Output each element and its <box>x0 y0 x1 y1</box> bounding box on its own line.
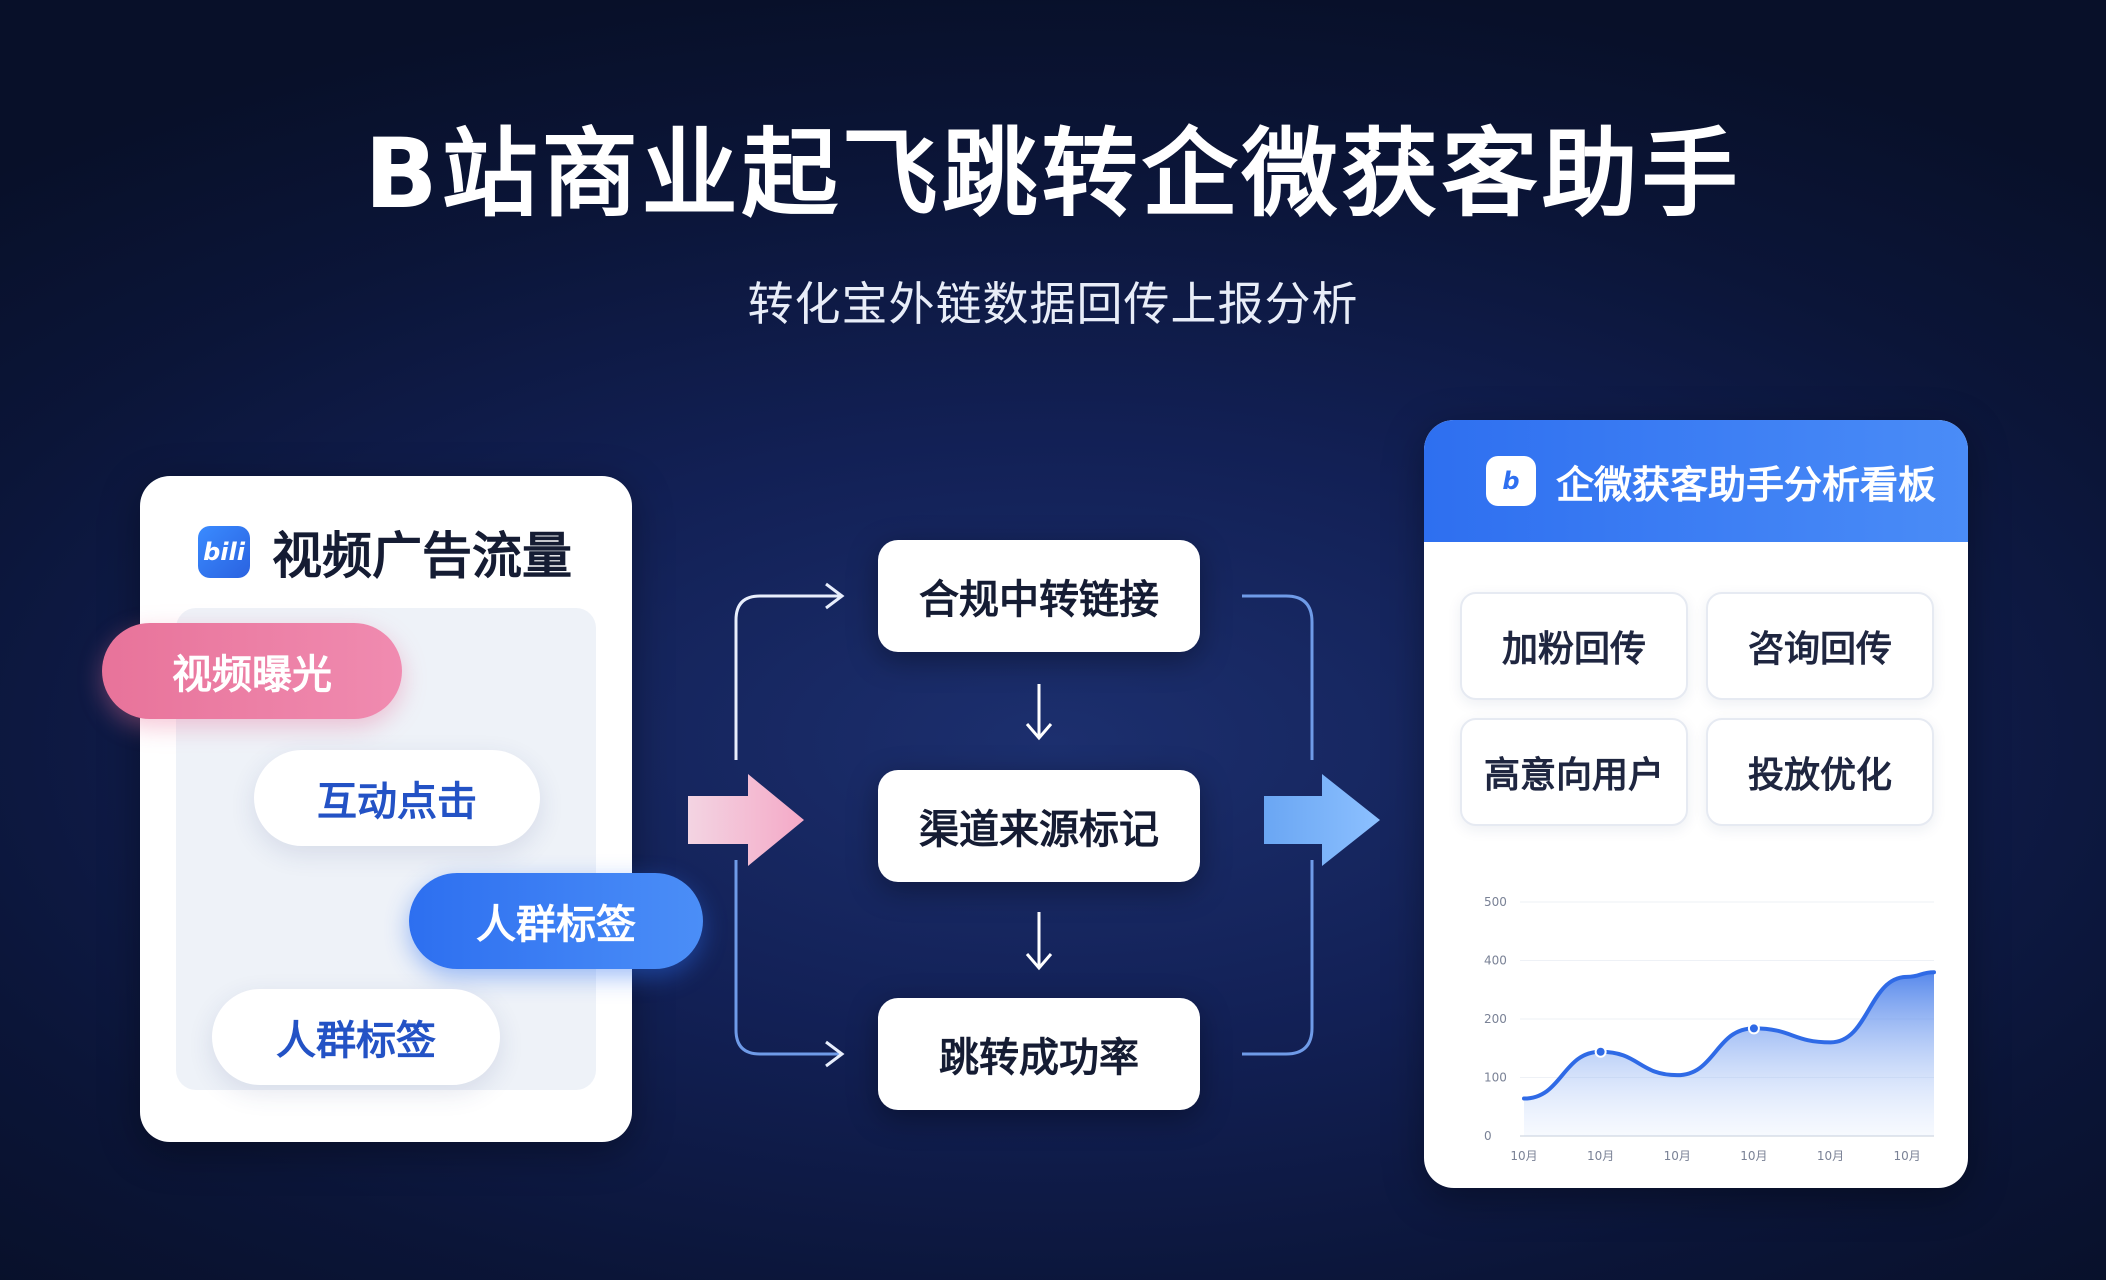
y-tick-label: 500 <box>1484 895 1507 909</box>
y-tick-label: 0 <box>1484 1129 1492 1143</box>
down-arrow-2 <box>1025 912 1053 971</box>
tile-ad-optimization: 投放优化 <box>1706 718 1934 826</box>
tag-audience-label-secondary: 人群标签 <box>212 989 500 1085</box>
page-subtitle: 转化宝外链数据回传上报分析 <box>747 277 1359 331</box>
card-title: 视频广告流量 <box>272 527 572 585</box>
page-title: B站商业起飞跳转企微获客助手 <box>364 118 1742 230</box>
step-redirect-success-rate: 跳转成功率 <box>878 998 1200 1110</box>
analytics-dashboard-card: b 企微获客助手分析看板 加粉回传 咨询回传 高意向用户 投放优化 0 100 20… <box>1424 420 1968 1188</box>
right-bracket-connector <box>1242 594 1314 1056</box>
dashboard-title: 企微获客助手分析看板 <box>1556 462 1937 507</box>
x-tick-label: 10月 <box>1817 1149 1844 1163</box>
x-tick-label: 10月 <box>1664 1149 1691 1163</box>
dashboard-header: b 企微获客助手分析看板 <box>1424 420 1968 542</box>
wecom-assistant-logo-icon: b <box>1486 456 1536 506</box>
tile-follower-callback: 加粉回传 <box>1460 592 1688 700</box>
tile-inquiry-callback: 咨询回传 <box>1706 592 1934 700</box>
data-point <box>1747 1022 1760 1035</box>
y-tick-label: 100 <box>1484 1071 1507 1085</box>
left-bracket-connector <box>734 582 845 1068</box>
tile-high-intent-users: 高意向用户 <box>1460 718 1688 826</box>
data-point <box>1594 1045 1607 1058</box>
tag-interaction-click: 互动点击 <box>254 750 540 846</box>
trend-area-chart: 0 100 200 400 500 10月 10月 10月 10月 10月 10月 <box>1484 895 1936 1163</box>
step-compliant-redirect-link: 合规中转链接 <box>878 540 1200 652</box>
y-tick-label: 400 <box>1484 954 1507 968</box>
bilibili-logo-icon: bili <box>198 526 250 578</box>
down-arrow-1 <box>1025 684 1053 741</box>
x-tick-label: 10月 <box>1740 1149 1767 1163</box>
x-tick-label: 10月 <box>1894 1149 1921 1163</box>
y-tick-label: 200 <box>1484 1012 1507 1026</box>
x-tick-label: 10月 <box>1587 1149 1614 1163</box>
step-channel-source-tag: 渠道来源标记 <box>878 770 1200 882</box>
series-area <box>1524 972 1934 1136</box>
x-tick-label: 10月 <box>1510 1149 1537 1163</box>
tag-video-exposure: 视频曝光 <box>102 623 402 719</box>
pink-block-arrow <box>688 774 804 866</box>
card-header: bili 视频广告流量 <box>198 516 572 588</box>
blue-block-arrow <box>1264 774 1380 866</box>
tag-audience-label: 人群标签 <box>409 873 703 969</box>
